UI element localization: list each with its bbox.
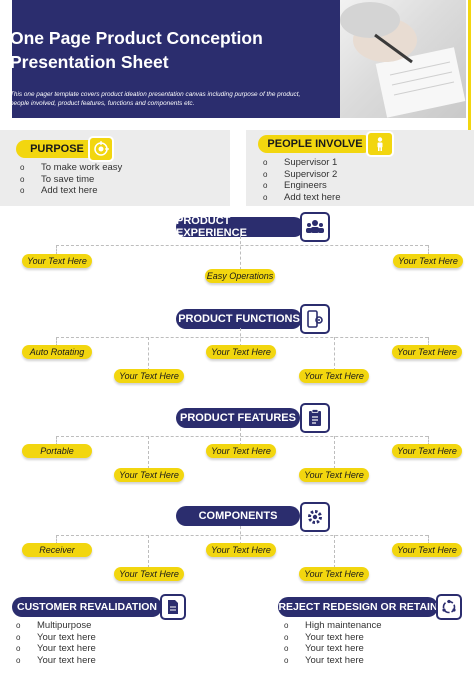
writing-hand-photo — [340, 0, 466, 118]
reject-header: REJECT REDESIGN OR RETAIN — [278, 597, 438, 617]
connector-line — [56, 245, 428, 246]
experience-header: PRODUCT EXPERIENCE — [176, 215, 304, 239]
functions-item: Your Text Here — [206, 345, 276, 359]
connector-line — [56, 337, 57, 347]
functions-item: Your Text Here — [299, 369, 369, 383]
reject-item: High maintenance — [284, 620, 382, 632]
features-item: Your Text Here — [114, 468, 184, 482]
revalidation-item: Your text here — [16, 643, 96, 655]
connector-line — [148, 337, 149, 371]
experience-item: Easy Operations — [205, 269, 275, 283]
connector-line — [240, 236, 241, 270]
document-icon — [160, 594, 186, 620]
connector-line — [428, 245, 429, 255]
purpose-list: To make work easy To save time Add text … — [20, 162, 122, 197]
revalidation-header: CUSTOMER REVALIDATION — [12, 597, 162, 617]
functions-item: Your Text Here — [114, 369, 184, 383]
reject-item: Your text here — [284, 632, 382, 644]
connector-line — [56, 436, 57, 446]
revalidation-list: Multipurpose Your text here Your text he… — [16, 620, 96, 666]
people-icon — [366, 131, 394, 157]
connector-line — [148, 535, 149, 568]
cycle-icon — [436, 594, 462, 620]
people-item: Add text here — [263, 192, 341, 204]
connector-line — [240, 526, 241, 545]
title-line-1: One Page Product Conception — [10, 28, 263, 48]
purpose-item: To make work easy — [20, 162, 122, 174]
features-item: Your Text Here — [392, 444, 462, 458]
connector-line — [428, 436, 429, 446]
people-list: Supervisor 1 Supervisor 2 Engineers Add … — [263, 157, 341, 203]
reject-list: High maintenance Your text here Your tex… — [284, 620, 382, 666]
users-icon — [300, 212, 330, 242]
accent-bar — [468, 0, 471, 130]
target-icon — [88, 136, 114, 162]
features-header: PRODUCT FEATURES — [176, 408, 300, 428]
revalidation-item: Your text here — [16, 655, 96, 667]
features-item: Your Text Here — [299, 468, 369, 482]
features-item: Your Text Here — [206, 444, 276, 458]
purpose-item: Add text here — [20, 185, 122, 197]
reject-item: Your text here — [284, 643, 382, 655]
components-item: Your Text Here — [206, 543, 276, 557]
connector-line — [240, 328, 241, 347]
connector-line — [240, 428, 241, 446]
checklist-icon — [300, 403, 330, 433]
revalidation-item: Multipurpose — [16, 620, 96, 632]
people-item: Supervisor 1 — [263, 157, 341, 169]
connector-line — [428, 337, 429, 347]
reject-item: Your text here — [284, 655, 382, 667]
functions-item: Your Text Here — [392, 345, 462, 359]
features-item: Portable — [22, 444, 92, 458]
connector-line — [56, 436, 428, 437]
connector-line — [148, 436, 149, 469]
header-banner — [12, 0, 340, 118]
connector-line — [56, 337, 428, 338]
connector-line — [334, 436, 335, 469]
revalidation-item: Your text here — [16, 632, 96, 644]
experience-item: Your Text Here — [22, 254, 92, 268]
connector-line — [334, 535, 335, 568]
connector-line — [428, 535, 429, 545]
experience-item: Your Text Here — [393, 254, 463, 268]
purpose-item: To save time — [20, 174, 122, 186]
connector-line — [56, 535, 428, 536]
functions-item: Auto Rotating — [22, 345, 92, 359]
connector-line — [56, 245, 57, 255]
people-label: PEOPLE INVOLVE — [258, 135, 372, 153]
components-item: Your Text Here — [114, 567, 184, 581]
gear-icon — [300, 502, 330, 532]
functions-header: PRODUCT FUNCTIONS — [176, 309, 302, 329]
people-item: Engineers — [263, 180, 341, 192]
device-gear-icon — [300, 304, 330, 334]
title-line-2: Presentation Sheet — [10, 52, 169, 72]
purpose-label: PURPOSE — [16, 140, 98, 158]
components-item: Receiver — [22, 543, 92, 557]
people-item: Supervisor 2 — [263, 169, 341, 181]
components-item: Your Text Here — [299, 567, 369, 581]
components-header: COMPONENTS — [176, 506, 300, 526]
connector-line — [334, 337, 335, 371]
components-item: Your Text Here — [392, 543, 462, 557]
header-description: This one pager template covers product i… — [10, 91, 301, 107]
page-title: One Page Product Conception Presentation… — [10, 26, 310, 74]
connector-line — [56, 535, 57, 545]
